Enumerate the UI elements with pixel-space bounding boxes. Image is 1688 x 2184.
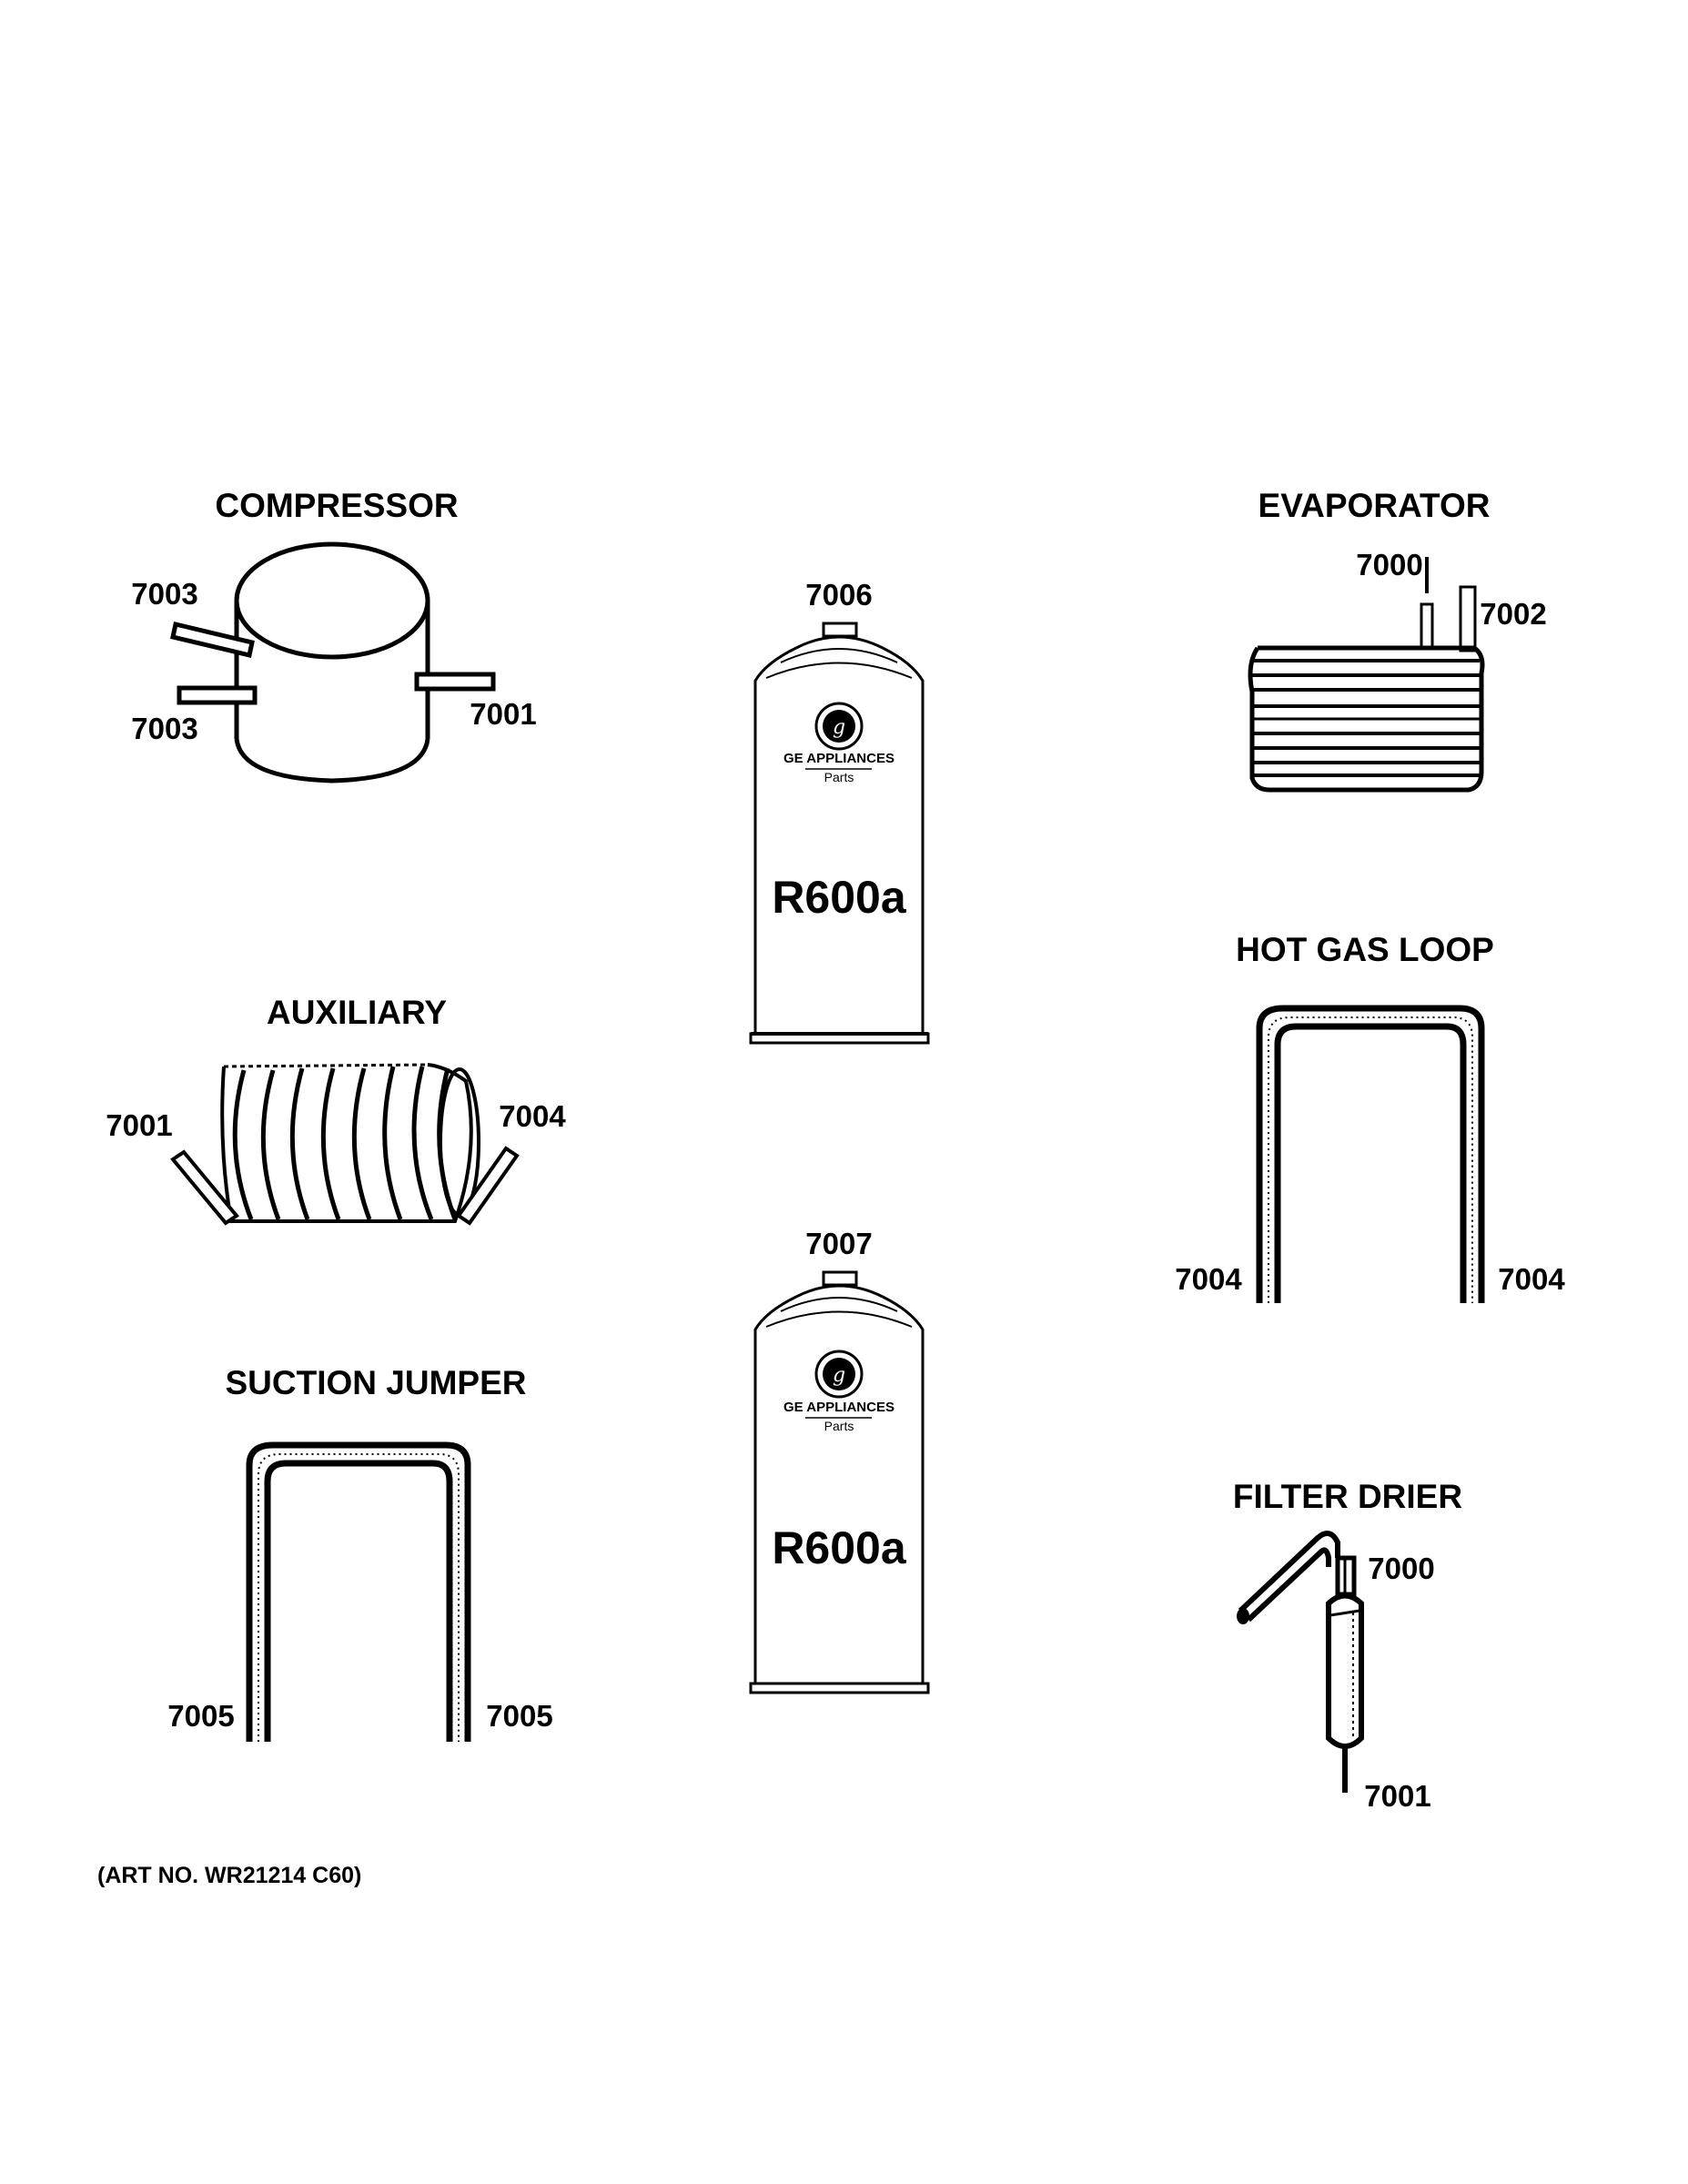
hot-gas-loop-label-right: 7004 — [1498, 1262, 1565, 1296]
ge-logo-icon — [814, 1350, 864, 1399]
can-top-brand: GE APPLIANCES — [783, 751, 895, 766]
compressor-title: COMPRESSOR — [215, 487, 458, 524]
svg-text:g: g — [833, 1364, 845, 1387]
art-number: (ART NO. WR21214 C60) — [97, 1863, 361, 1888]
can-top-drawing: g — [749, 622, 930, 1045]
evaporator-title: EVAPORATOR — [1258, 487, 1491, 524]
can-bottom-label: 7007 — [805, 1227, 872, 1260]
suction-jumper-label-right: 7005 — [486, 1699, 552, 1733]
suction-jumper-label-left: 7005 — [167, 1699, 234, 1733]
hot-gas-loop-title: HOT GAS LOOP — [1236, 931, 1494, 968]
can-bottom-refrigerant: R600a — [772, 1522, 907, 1573]
suction-jumper-title: SUCTION JUMPER — [226, 1364, 527, 1401]
compressor-drawing — [170, 541, 496, 784]
filter-drier-title: FILTER DRIER — [1233, 1478, 1462, 1515]
compressor-label-upper-left: 7003 — [131, 577, 197, 611]
auxiliary-group: AUXILIARY 7001 7004 — [106, 994, 566, 1226]
evaporator-label-top: 7000 — [1356, 548, 1422, 581]
filter-drier-group: FILTER DRIER 7000 7001 — [1233, 1478, 1462, 1813]
can-top-sub: Parts — [824, 770, 854, 784]
compressor-label-right: 7001 — [470, 697, 536, 731]
auxiliary-label-right: 7004 — [499, 1099, 566, 1133]
evaporator-drawing — [1248, 557, 1485, 793]
can-bottom-drawing: g — [749, 1270, 930, 1694]
evaporator-label-right: 7002 — [1480, 597, 1546, 631]
ge-logo-icon — [814, 702, 864, 751]
suction-jumper-drawing — [246, 1441, 471, 1742]
auxiliary-title: AUXILIARY — [267, 994, 447, 1031]
hot-gas-loop-label-left: 7004 — [1175, 1262, 1242, 1296]
can-bottom-sub: Parts — [824, 1419, 854, 1433]
auxiliary-label-left: 7001 — [106, 1108, 172, 1142]
can-bottom-brand: GE APPLIANCES — [783, 1400, 895, 1415]
can-top-refrigerant: R600a — [772, 872, 907, 923]
compressor-label-lower-left: 7003 — [131, 712, 197, 745]
can-top-label: 7006 — [805, 578, 872, 612]
hot-gas-loop-drawing — [1256, 1005, 1485, 1303]
filter-drier-label-bottom: 7001 — [1364, 1779, 1430, 1813]
suction-jumper-group: SUCTION JUMPER 7005 7005 — [167, 1364, 553, 1742]
filter-drier-label-top: 7000 — [1368, 1552, 1434, 1585]
compressor-group: COMPRESSOR 7003 7003 7001 — [131, 487, 537, 784]
svg-text:g: g — [833, 716, 845, 739]
filter-drier-drawing — [1237, 1531, 1364, 1793]
hot-gas-loop-group: HOT GAS LOOP 7004 7004 — [1175, 931, 1565, 1303]
refrigerant-can-7007: 7007 g GE APPLIANCES Parts R600a — [749, 1227, 930, 1694]
refrigerant-can-7006: 7006 g GE APPLIANCES Parts R600a — [749, 578, 930, 1045]
auxiliary-drawing — [170, 1063, 520, 1226]
evaporator-group: EVAPORATOR 7000 7002 — [1248, 487, 1547, 793]
